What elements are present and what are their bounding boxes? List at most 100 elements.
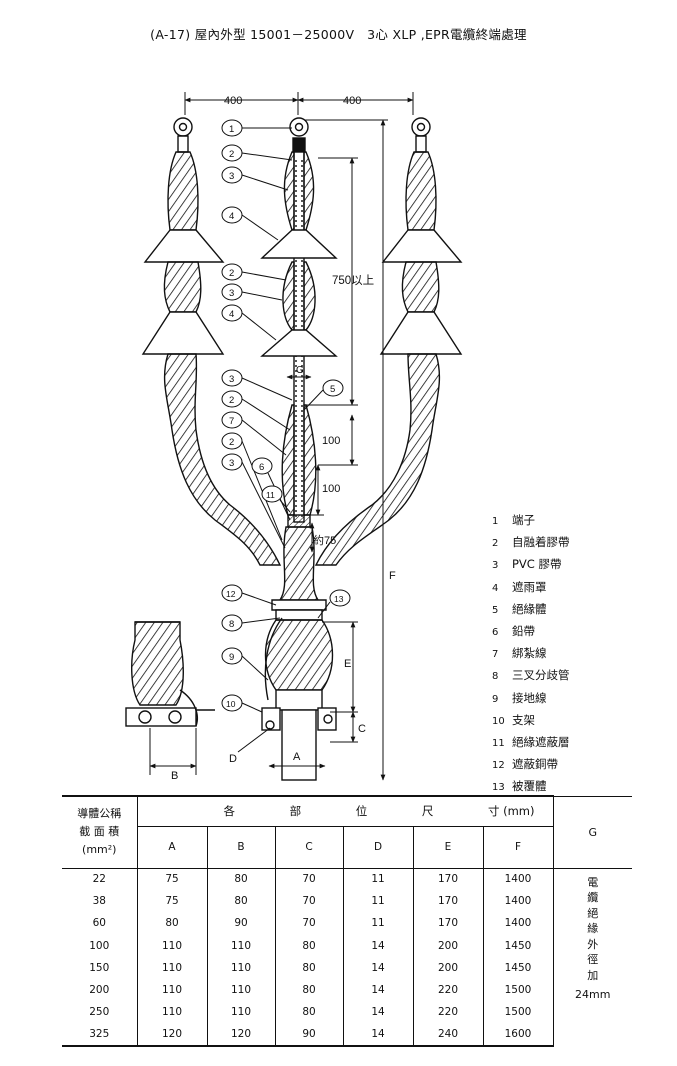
legend-text: 自融着膠帶 [512, 535, 570, 550]
length-100-lower-label: 100 [322, 483, 340, 495]
table-cell: 90 [274, 1023, 343, 1047]
table-cell: 110 [136, 934, 207, 957]
callout-3b: 3 [221, 283, 283, 301]
legend-text: 絕緣遮蔽層 [512, 735, 570, 750]
table-cell: 80 [206, 867, 275, 891]
length-100-upper-dimension [318, 414, 358, 466]
callout-11: 11 [261, 485, 291, 513]
legend-text: 綁紮線 [512, 646, 547, 661]
callout-2d: 2 [221, 432, 283, 541]
B-dimension [149, 728, 197, 775]
callout-1: 1 [221, 119, 292, 137]
table-cell: 80 [274, 934, 343, 957]
legend-text: 支架 [512, 712, 535, 727]
table-cell: 170 [412, 867, 483, 891]
table-cell: 110 [206, 934, 275, 957]
svg-text:10: 10 [226, 699, 236, 709]
F-dimension [304, 119, 388, 781]
legend-item: 10 支架 [492, 710, 570, 732]
right-spacing-dimension [297, 92, 414, 115]
svg-text:2: 2 [229, 149, 234, 160]
support-bracket [261, 707, 337, 731]
g-note-value: 24mm [575, 987, 611, 1001]
legend-text: PVC 膠帶 [512, 557, 562, 572]
table-cell: 22 [62, 867, 137, 891]
group-header-2: 部 [289, 804, 302, 819]
table-cell: 75 [136, 890, 207, 913]
left-phase-termination [141, 117, 282, 566]
svg-text:3: 3 [229, 458, 234, 469]
table-cell: 1500 [482, 978, 553, 1002]
legend-text: 端子 [512, 513, 535, 527]
legend-number: 2 [492, 538, 499, 550]
col-F-header: F [482, 825, 553, 868]
table-cell: 1600 [482, 1023, 553, 1047]
table-cell: 1500 [482, 1001, 553, 1024]
legend-text: 絕緣體 [512, 601, 547, 616]
callout-3d: 3 [221, 453, 286, 549]
table-cell: 11 [342, 912, 413, 935]
legend-item: 3 PVC 膠帶 [492, 554, 570, 576]
A-label: A [293, 751, 301, 763]
table-cell: 120 [206, 1023, 275, 1047]
legend-number: 12 [492, 760, 505, 772]
col0-header: 導體公稱 截 面 積 (mm²) [62, 795, 137, 868]
legend-item: 2 自融着膠帶 [492, 532, 570, 554]
left-spacing-label: 400 [224, 95, 242, 107]
table-cell: 110 [206, 978, 275, 1002]
right-spacing-label: 400 [343, 95, 361, 107]
table-cell: 220 [412, 978, 483, 1002]
svg-text:3: 3 [229, 171, 234, 182]
termination-drawing: 400 400 750以上 100 100 約75 G F E C A B D … [125, 92, 463, 782]
legend-number: 9 [492, 693, 499, 705]
table-cell: 11 [342, 890, 413, 913]
table-cell: 220 [412, 1001, 483, 1024]
D-label: D [229, 753, 237, 765]
table-cell: 110 [136, 978, 207, 1002]
callout-3c: 3 [221, 369, 293, 401]
svg-text:3: 3 [229, 374, 234, 385]
table-cell: 70 [274, 912, 343, 935]
callout-4a: 4 [221, 206, 279, 241]
col0-header-line3: (mm²) [82, 843, 117, 857]
table-cell: 110 [206, 956, 275, 979]
table-cell: 200 [412, 956, 483, 979]
callout-2c: 2 [221, 390, 291, 431]
col-B-header: B [206, 825, 275, 868]
svg-text:4: 4 [229, 309, 234, 320]
legend-number: 3 [492, 560, 499, 572]
svg-text:9: 9 [229, 652, 234, 663]
table-cell: 14 [342, 978, 413, 1002]
legend-number: 6 [492, 627, 499, 639]
center-phase-termination [260, 117, 338, 781]
dimension-labels: 400 400 750以上 100 100 約75 G F E C A B D [171, 95, 396, 782]
svg-text:6: 6 [259, 462, 264, 473]
table-cell: 325 [62, 1023, 137, 1047]
col-D-header: D [342, 825, 413, 868]
C-dimension [330, 711, 358, 743]
length-750-dimension [304, 157, 358, 406]
table-cell: 80 [274, 1001, 343, 1024]
group-header-5: 寸 (mm) [487, 804, 535, 819]
legend-number: 10 [492, 715, 505, 727]
col-A-header: A [136, 825, 207, 868]
table-cell: 90 [206, 912, 275, 935]
table-cell: 110 [206, 1001, 275, 1024]
svg-text:4: 4 [229, 211, 234, 222]
callout-3a: 3 [221, 166, 289, 191]
table-cell: 1400 [482, 867, 553, 891]
table-cell: 170 [412, 912, 483, 935]
F-label: F [389, 570, 396, 582]
legend-text: 遮雨罩 [512, 579, 547, 594]
legend-number: 5 [492, 604, 499, 616]
callout-2b: 2 [221, 263, 287, 281]
